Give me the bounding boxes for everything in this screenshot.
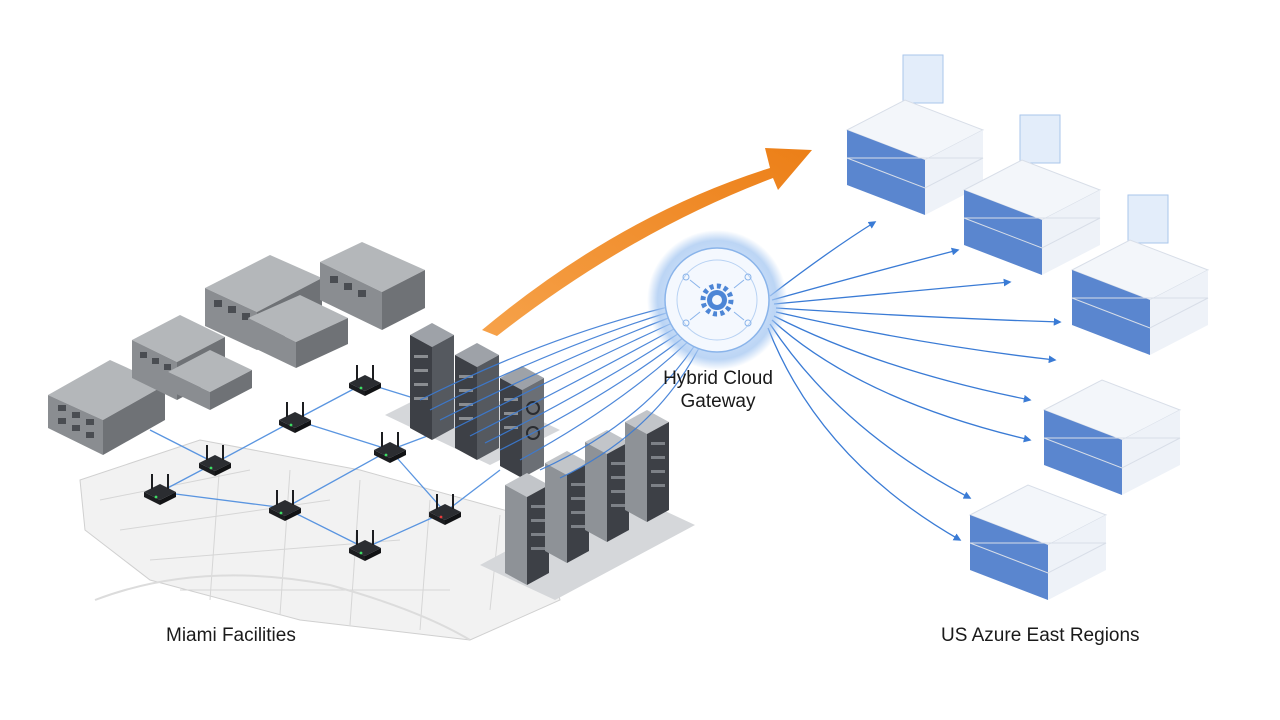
- server-rack-icon: [500, 366, 544, 478]
- wifi-router-icon: [429, 494, 461, 525]
- wifi-router-icon: [199, 445, 231, 476]
- outbound-fiber-links: [767, 221, 1062, 541]
- server-rack-icon: [410, 323, 454, 440]
- wifi-router-icon: [279, 402, 311, 433]
- local-network-links: [149, 382, 501, 549]
- wifi-router-icon: [144, 474, 176, 505]
- cloud-server-stack-icon: [845, 54, 985, 215]
- azure-server-stacks: [845, 54, 1210, 600]
- migration-arrow: [482, 148, 812, 336]
- server-rack-icon: [545, 451, 589, 563]
- server-rack-icon: [585, 430, 629, 542]
- cloud-server-stack-icon: [962, 114, 1102, 275]
- building: [248, 295, 348, 368]
- street-map: [79, 439, 561, 641]
- building: [320, 242, 425, 330]
- hybrid-cloud-gateway-label: Hybrid Cloud Gateway: [663, 368, 773, 412]
- azure-regions-label: US Azure East Regions: [941, 625, 1140, 646]
- server-rack-icon: [505, 473, 549, 585]
- miami-facilities-label: Miami Facilities: [166, 625, 296, 646]
- server-rack-icon: [625, 410, 669, 522]
- wifi-router-icon: [349, 365, 381, 396]
- wireless-routers: [144, 365, 461, 561]
- building: [168, 350, 252, 410]
- hybrid-cloud-gateway: [647, 230, 787, 370]
- wifi-router-icon: [349, 530, 381, 561]
- wifi-router-icon: [374, 432, 406, 463]
- gear-icon: [700, 283, 734, 317]
- cloud-server-stack-icon: [1042, 379, 1182, 495]
- on-prem-servers-lower: [480, 410, 695, 600]
- cloud-server-stack-icon: [968, 484, 1108, 600]
- on-prem-servers-upper: [385, 323, 560, 478]
- cloud-server-stack-icon: [1070, 194, 1210, 355]
- wifi-router-icon: [269, 490, 301, 521]
- miami-buildings: [48, 242, 425, 455]
